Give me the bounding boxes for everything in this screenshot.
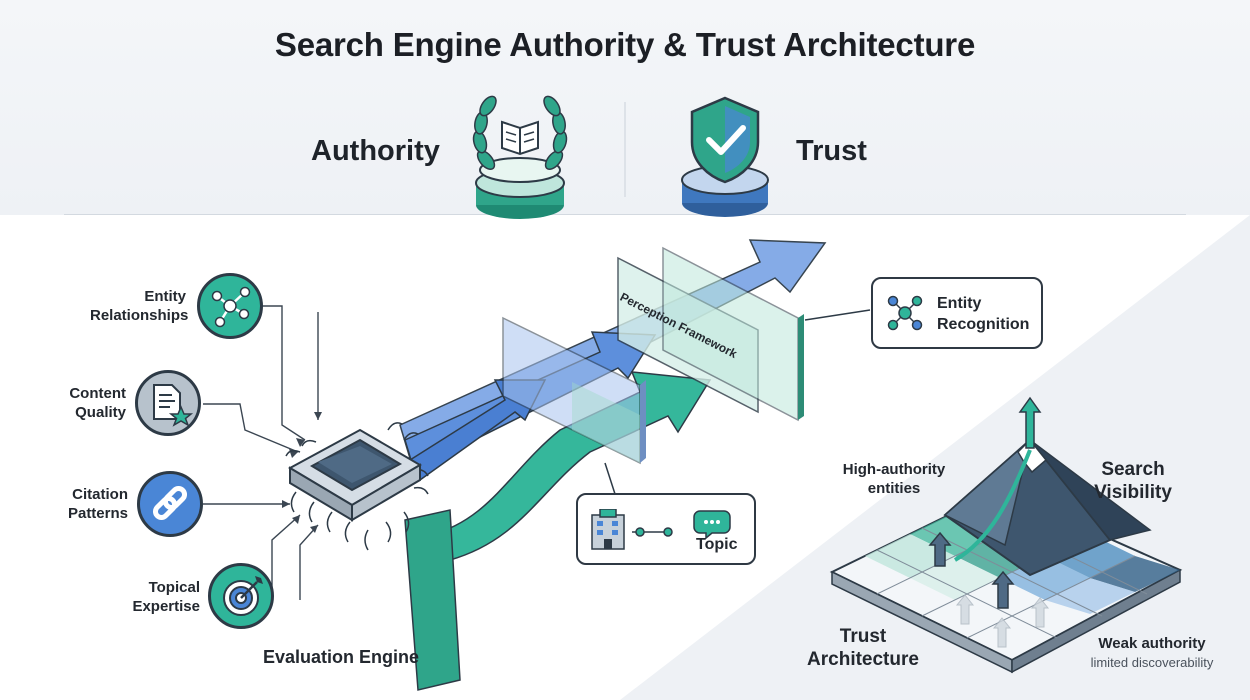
topic-callout: Topic (576, 493, 756, 565)
network-nodes-icon (197, 273, 263, 339)
building-topic-link-icon (591, 509, 731, 550)
authority-label: Authority (311, 135, 440, 167)
evaluation-engine-label: Evaluation Engine (263, 647, 420, 667)
entity-recognition-line2: Recognition (937, 316, 1030, 333)
entity-recognition-line1: Entity (937, 295, 982, 312)
weak-authority-label: Weak authority limited discoverability (1090, 635, 1214, 670)
trust-label: Trust (796, 135, 867, 167)
header-divider (624, 102, 626, 197)
page-title: Search Engine Authority & Trust Architec… (274, 26, 976, 63)
target-icon (208, 563, 274, 629)
entity-graph-icon (887, 295, 923, 331)
entity-recognition-callout: Entity Recognition (871, 277, 1043, 349)
chain-link-icon (137, 471, 203, 537)
document-star-icon (135, 370, 201, 436)
topic-label: Topic (696, 536, 738, 553)
limited-discoverability-label: limited discoverability (1090, 655, 1214, 670)
section-divider (64, 214, 1186, 215)
